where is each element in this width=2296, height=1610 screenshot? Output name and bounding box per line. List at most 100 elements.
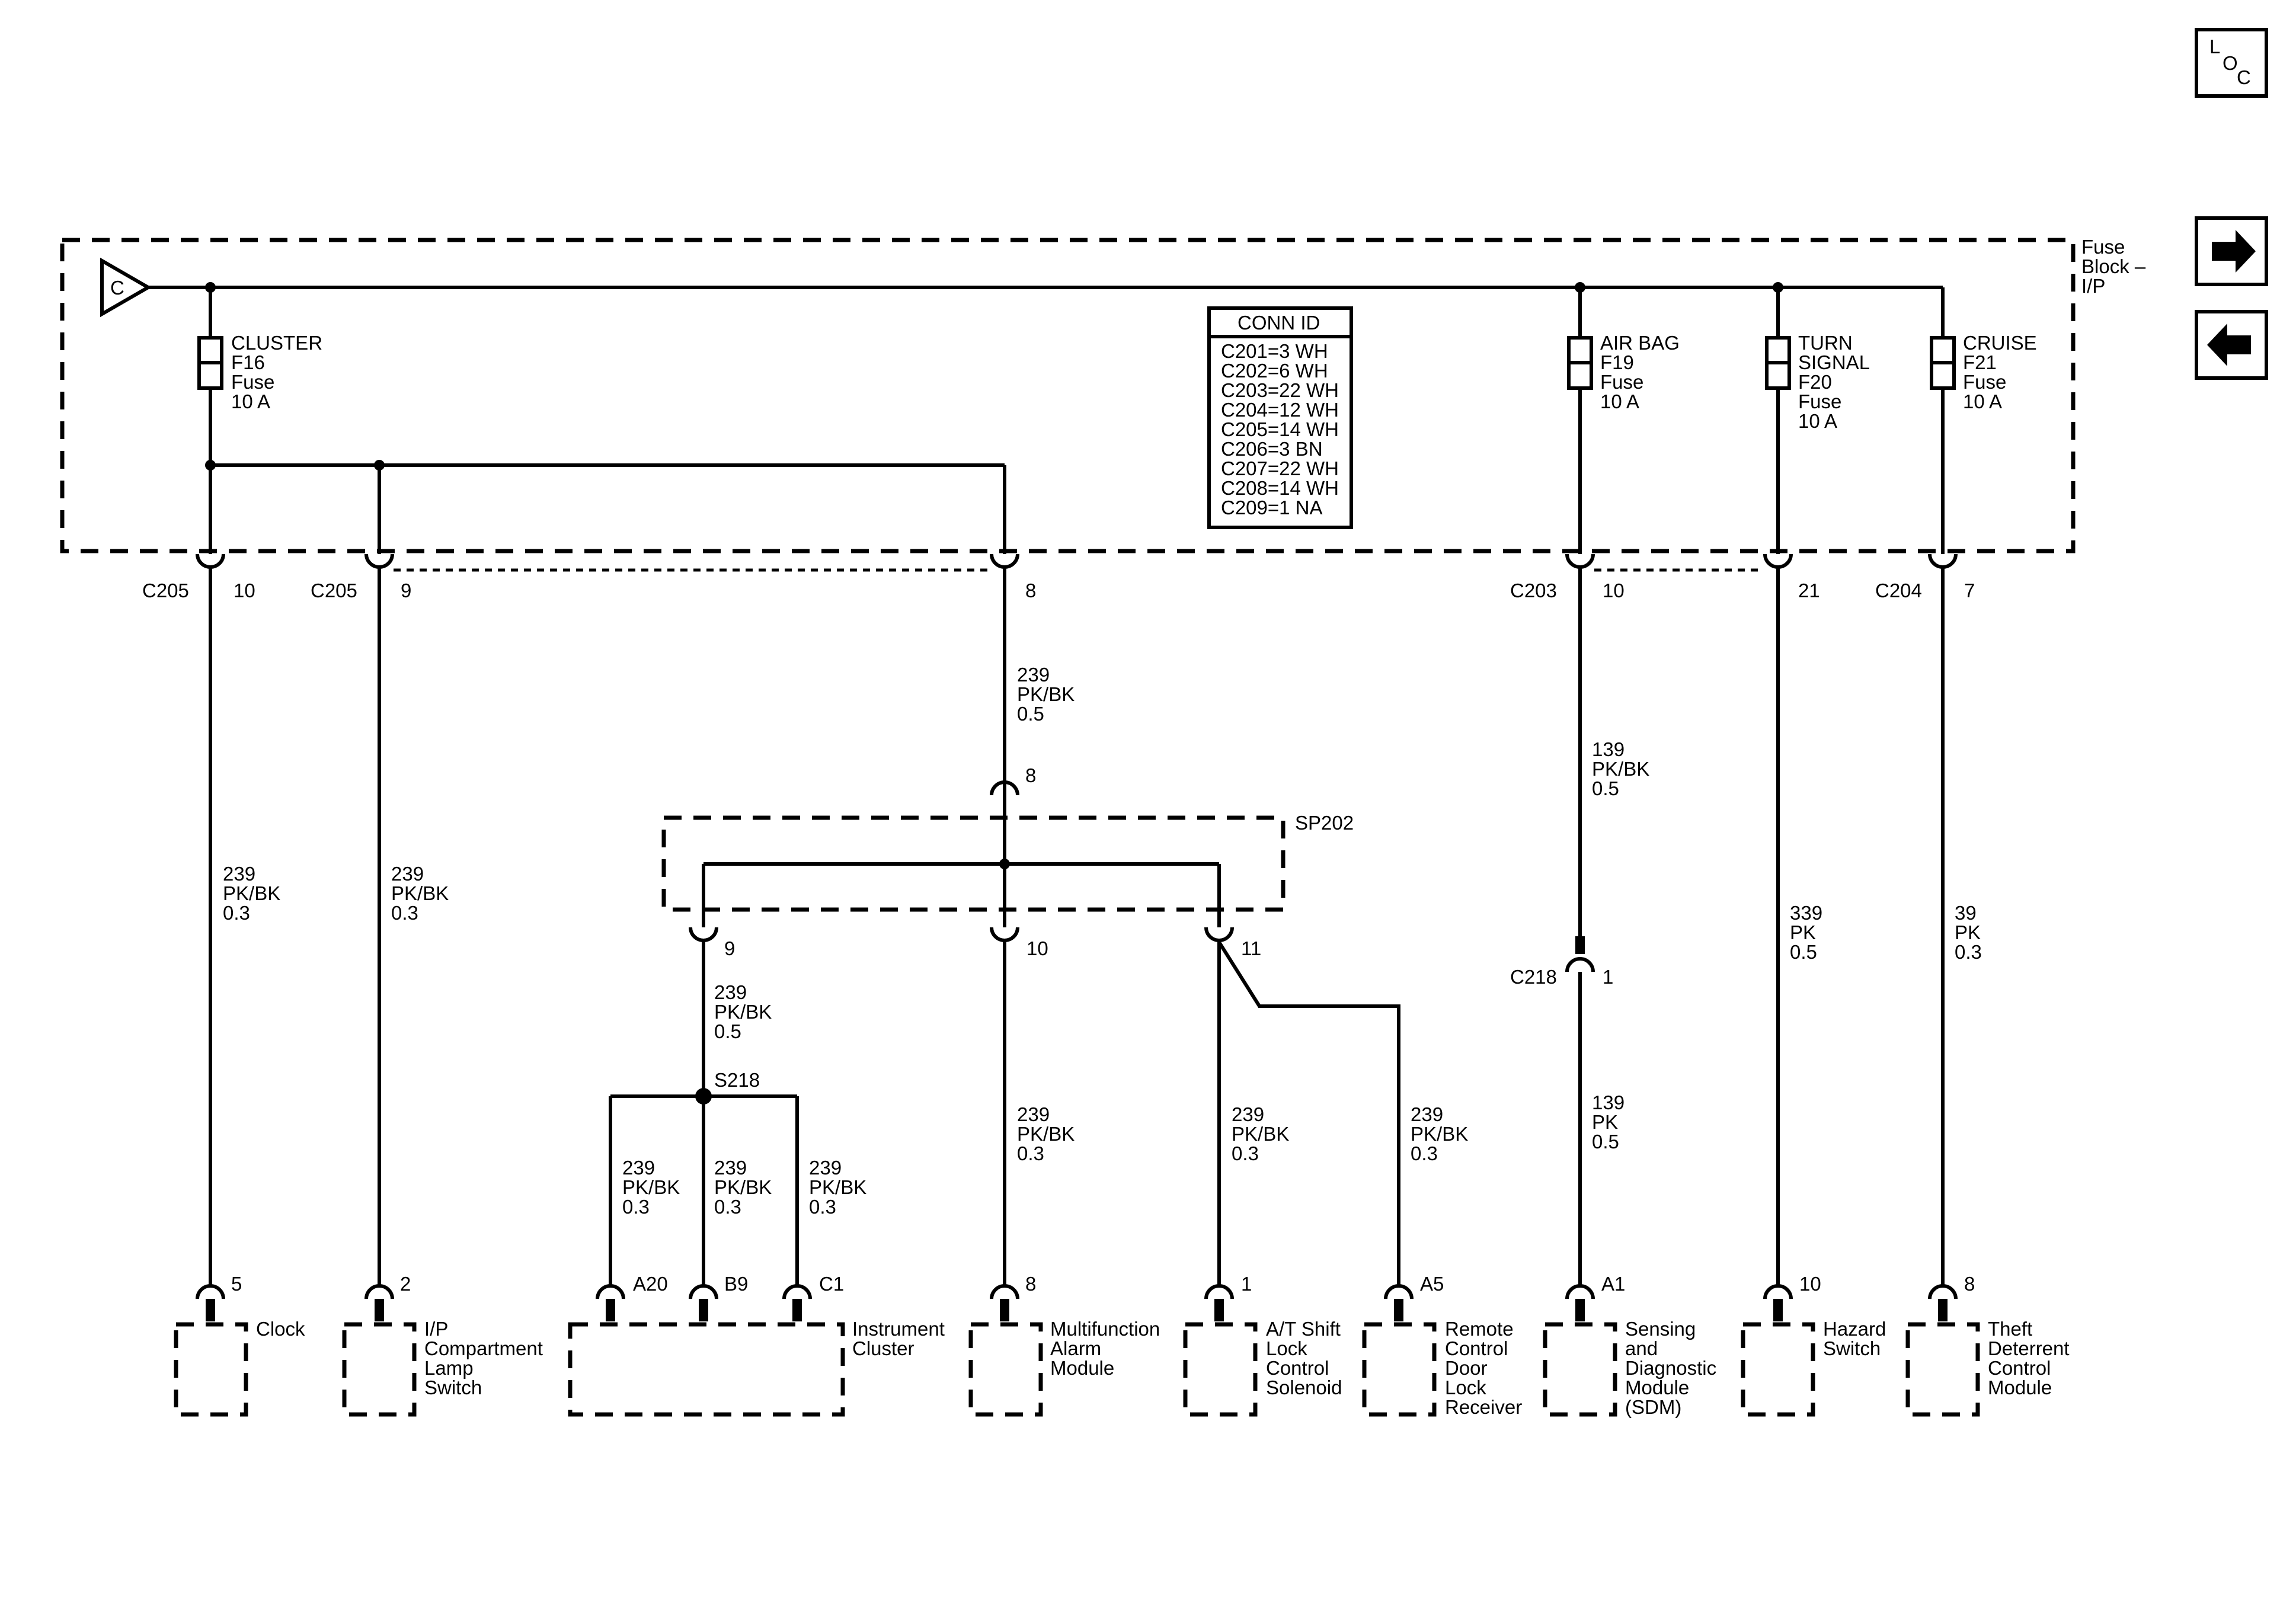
arrow-left-icon bbox=[2207, 324, 2251, 366]
connector-c203-pin10: C203 10 bbox=[1510, 553, 1625, 942]
component-instrument-cluster: Instrument Cluster bbox=[568, 1318, 945, 1417]
conn-id-row: C207=22 WH bbox=[1221, 457, 1339, 479]
conn-id-row: C201=3 WH bbox=[1221, 340, 1328, 362]
fuse-block-outline bbox=[60, 238, 2076, 553]
connector-pin: 10 bbox=[234, 580, 255, 601]
wire-color: PK/BK bbox=[622, 1176, 680, 1198]
power-source-label: C bbox=[110, 277, 124, 299]
component-label: Control bbox=[1445, 1337, 1508, 1359]
component-remote-control-door-lock-receiver: Remote Control Door Lock Receiver bbox=[1362, 1318, 1522, 1418]
component-theft-deterrent-control-module: Theft Deterrent Control Module bbox=[1905, 1318, 2070, 1417]
cluster-fuse-label-3: Fuse bbox=[231, 371, 274, 393]
component-pin: A1 bbox=[1601, 1273, 1625, 1295]
turn-signal-fuse-label-4: Fuse bbox=[1798, 391, 1841, 412]
component-label: Solenoid bbox=[1266, 1377, 1342, 1398]
fuse-block-label-2: Block – bbox=[2081, 255, 2146, 277]
conn-id-row: C208=14 WH bbox=[1221, 477, 1339, 499]
cluster-fuse-label-4: 10 A bbox=[231, 391, 270, 412]
wire-gauge: 0.5 bbox=[1790, 941, 1817, 963]
component-pin: 1 bbox=[1241, 1273, 1252, 1295]
component-label: Lock bbox=[1266, 1337, 1307, 1359]
wire-color: PK/BK bbox=[391, 882, 449, 904]
wire-circuit: 139 bbox=[1592, 738, 1625, 760]
air-bag-fuse-label-3: Fuse bbox=[1600, 371, 1643, 393]
wire-gauge: 0.5 bbox=[1017, 703, 1044, 725]
conn-id-row: C205=14 WH bbox=[1221, 418, 1339, 440]
loc-button[interactable]: L O C bbox=[2195, 28, 2268, 98]
loc-letter-c: C bbox=[2237, 66, 2251, 88]
component-label: Module bbox=[1050, 1357, 1114, 1379]
component-label: (SDM) bbox=[1625, 1396, 1681, 1418]
component-label: Module bbox=[1988, 1377, 2052, 1398]
conn-id-row: C209=1 NA bbox=[1221, 497, 1323, 518]
conn-id-row: C206=3 BN bbox=[1221, 438, 1323, 460]
connector-name: C218 bbox=[1510, 966, 1557, 988]
wire-circuit: 239 bbox=[1017, 1103, 1050, 1125]
component-sensing-diagnostic-module: Sensing and Diagnostic Module (SDM) bbox=[1543, 1318, 1716, 1418]
connector-pin: 1 bbox=[1603, 966, 1613, 988]
component-label: Switch bbox=[424, 1377, 482, 1398]
connector-c204-pin7: C204 7 bbox=[1875, 553, 1975, 1286]
conn-id-row: C204=12 WH bbox=[1221, 399, 1339, 421]
component-label: and bbox=[1625, 1337, 1658, 1359]
connector-c205-pin8: 8 bbox=[990, 553, 1036, 782]
wire-color: PK/BK bbox=[714, 1001, 772, 1023]
component-terminals bbox=[196, 1284, 1958, 1321]
wire-gauge: 0.5 bbox=[714, 1020, 741, 1042]
cruise-fuse-label-2: F21 bbox=[1963, 351, 1997, 373]
connector-c205-pin9: C205 9 bbox=[311, 553, 411, 1286]
loc-letter-l: L bbox=[2209, 36, 2220, 57]
wire-gauge: 0.5 bbox=[1592, 1131, 1619, 1153]
splice-pack-label: SP202 bbox=[1295, 812, 1354, 834]
air-bag-fuse-label-2: F19 bbox=[1600, 351, 1634, 373]
wire-gauge: 0.3 bbox=[1017, 1142, 1044, 1164]
wire-gauge: 0.3 bbox=[1411, 1142, 1438, 1164]
wire-color: PK/BK bbox=[1232, 1123, 1289, 1145]
previous-page-button[interactable] bbox=[2195, 310, 2268, 380]
wire-gauge: 0.3 bbox=[714, 1196, 741, 1218]
connector-pin: 10 bbox=[1027, 937, 1048, 959]
splice-pack-sp202: 8 SP202 9 10 11 bbox=[661, 764, 1354, 959]
connector-pin: 9 bbox=[724, 937, 735, 959]
component-label: Module bbox=[1625, 1377, 1689, 1398]
wire-color: PK/BK bbox=[809, 1176, 866, 1198]
wire-circuit: 239 bbox=[1232, 1103, 1264, 1125]
connector-c203-pin21: 21 bbox=[1763, 553, 1820, 1286]
wire-color: PK/BK bbox=[1017, 683, 1075, 705]
connector-c218: C218 1 bbox=[1510, 936, 1613, 1286]
component-at-shift-lock-control-solenoid: A/T Shift Lock Control Solenoid bbox=[1183, 1318, 1342, 1417]
next-page-button[interactable] bbox=[2195, 216, 2268, 286]
component-label: Instrument bbox=[852, 1318, 945, 1340]
connector-pin: 10 bbox=[1603, 580, 1625, 601]
cruise-fuse-label-4: 10 A bbox=[1963, 391, 2002, 412]
component-pin: 10 bbox=[1799, 1273, 1821, 1295]
component-pin: 8 bbox=[1964, 1273, 1975, 1295]
connector-pin: 7 bbox=[1964, 580, 1975, 601]
turn-signal-fuse-label-2: SIGNAL bbox=[1798, 351, 1870, 373]
turn-signal-fuse-label-1: TURN bbox=[1798, 332, 1853, 354]
cruise-fuse-label-3: Fuse bbox=[1963, 371, 2006, 393]
component-pin: B9 bbox=[724, 1273, 748, 1295]
power-source-triangle bbox=[100, 257, 152, 318]
component-label: Remote bbox=[1445, 1318, 1514, 1340]
component-label: Lock bbox=[1445, 1377, 1486, 1398]
component-ip-compartment-lamp-switch: I/P Compartment Lamp Switch bbox=[342, 1318, 543, 1417]
wire-circuit: 239 bbox=[714, 981, 747, 1003]
component-label: Switch bbox=[1823, 1337, 1881, 1359]
component-label: Deterrent bbox=[1988, 1337, 2070, 1359]
loc-letter-o: O bbox=[2223, 52, 2238, 74]
fuse-block-label-1: Fuse bbox=[2081, 236, 2125, 258]
wire-circuit: 239 bbox=[1017, 664, 1050, 686]
component-label: Control bbox=[1988, 1357, 2051, 1379]
component-pin: A20 bbox=[633, 1273, 668, 1295]
wire-color: PK/BK bbox=[1592, 758, 1649, 780]
cruise-fuse-label-1: CRUISE bbox=[1963, 332, 2037, 354]
connector-pin: 8 bbox=[1025, 764, 1036, 786]
fuse-block-label-3: I/P bbox=[2081, 275, 2105, 297]
connector-pin: 21 bbox=[1798, 580, 1820, 601]
wire-gauge: 0.3 bbox=[622, 1196, 650, 1218]
wire-circuit: 139 bbox=[1592, 1092, 1625, 1113]
wire-color: PK/BK bbox=[714, 1176, 772, 1198]
component-pin: 5 bbox=[231, 1273, 242, 1295]
